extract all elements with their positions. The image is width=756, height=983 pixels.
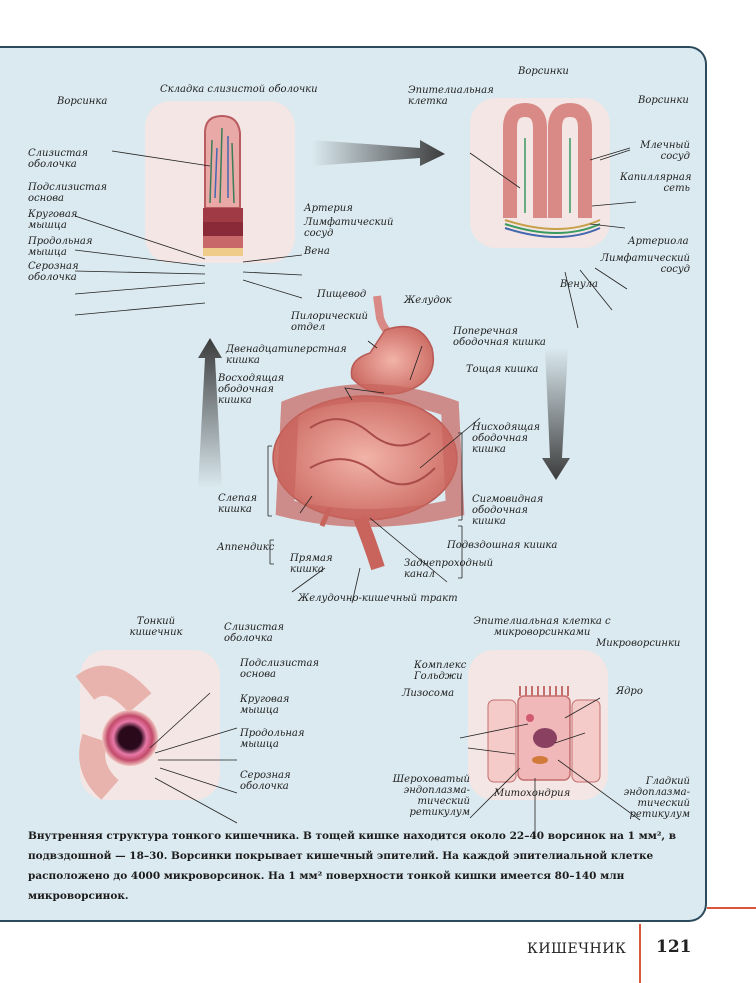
label-lysosome: Лизосома (402, 688, 455, 699)
label-artery: Артерия (304, 203, 353, 214)
label-si-circular-muscle: Круговая мышца (240, 694, 290, 716)
label-capillary-net: Капиллярная сеть (620, 172, 692, 194)
arrow-down-icon (542, 348, 570, 480)
gi-tract-title: Желудочно-кишечный тракт (298, 593, 458, 604)
epithelial-cell-drawing (487, 686, 601, 783)
villi-title: Ворсинки (518, 66, 569, 77)
villi-drawing (503, 102, 601, 238)
label-rough-er: Шероховатый эндоплазма-тический ретикулу… (392, 774, 470, 818)
label-golgi: Комплекс Гольджи (414, 660, 467, 682)
label-submucosa: Подслизистая основа (28, 182, 108, 204)
label-si-longitudinal-muscle: Продольная мышца (240, 728, 305, 750)
label-pyloric: Пилорический отдел (291, 311, 368, 333)
label-longitudinal-muscle: Продольная мышца (28, 236, 93, 258)
arrow-up-icon (198, 338, 222, 488)
label-villus: Ворсинка (57, 96, 108, 107)
content-panel: Складка слизистой оболочки Ворсинка Слиз… (0, 46, 707, 922)
label-cecum: Слепая кишка (218, 493, 257, 515)
label-si-mucosa: Слизистая оболочка (224, 622, 285, 644)
small-intestine-title: Тонкий кишечник (129, 616, 183, 638)
label-descending-colon: Нисходящая ободочная кишка (472, 422, 540, 455)
label-mucosa: Слизистая оболочка (28, 148, 89, 170)
label-villi-lymph-vessel: Лимфатический сосуд (600, 253, 690, 275)
label-duodenum: Двенадцатиперстная кишка (226, 344, 347, 366)
label-lymph-vessel: Лимфатический сосуд (304, 217, 394, 239)
gi-tract-drawing (272, 295, 465, 571)
label-mitochondria: Митохондрия (494, 788, 571, 799)
label-anal-canal: Заднепроходный канал (404, 558, 494, 580)
intestine-tube-drawing (75, 665, 158, 800)
label-appendix: Аппендикс (217, 542, 275, 553)
label-rectum: Прямая кишка (290, 553, 333, 575)
villus-drawing (203, 114, 243, 256)
label-si-submucosa: Подслизистая основа (240, 658, 320, 680)
label-arteriole: Артериола (628, 236, 689, 247)
label-microvilli: Микроворсинки (596, 638, 681, 649)
label-ileum: Подвздошная кишка (447, 540, 558, 551)
footer-rule-vertical (639, 924, 641, 983)
figure-caption: Внутренняя структура тонкого кишечника. … (28, 830, 677, 902)
label-vein: Вена (304, 246, 330, 257)
villus-fold-title: Складка слизистой оболочки (160, 84, 318, 95)
leader-lines (74, 147, 641, 838)
section-title: КИШЕЧНИК (527, 941, 627, 957)
label-circular-muscle: Круговая мышца (28, 209, 78, 231)
label-serosa: Серозная оболочка (28, 261, 79, 283)
epithelial-cell-title: Эпителиальная клетка с микроворсинками (473, 616, 611, 638)
label-lacteal: Млечный сосуд (640, 140, 690, 162)
page-margin (722, 0, 756, 900)
label-sigmoid-colon: Сигмовидная ободочная кишка (472, 494, 544, 527)
label-villi: Ворсинки (638, 95, 689, 106)
arrow-right-icon (312, 140, 445, 166)
label-jejunum: Тощая кишка (466, 364, 539, 375)
label-nucleus: Ядро (616, 686, 643, 697)
label-transverse-colon: Поперечная ободочная кишка (453, 326, 546, 348)
label-esophagus: Пищевод (317, 289, 367, 300)
label-smooth-er: Гладкий эндоплазма-тический ретикулум (623, 776, 690, 820)
label-si-serosa: Серозная оболочка (240, 770, 291, 792)
footer-rule-horizontal (707, 907, 756, 909)
page-number: 121 (656, 937, 692, 957)
label-venule: Венула (560, 279, 598, 290)
label-epithelial-cell: Эпителиальная клетка (408, 85, 494, 107)
illustrations (74, 98, 641, 838)
label-stomach: Желудок (404, 295, 452, 306)
label-ascending-colon: Восходящая ободочная кишка (218, 373, 285, 406)
